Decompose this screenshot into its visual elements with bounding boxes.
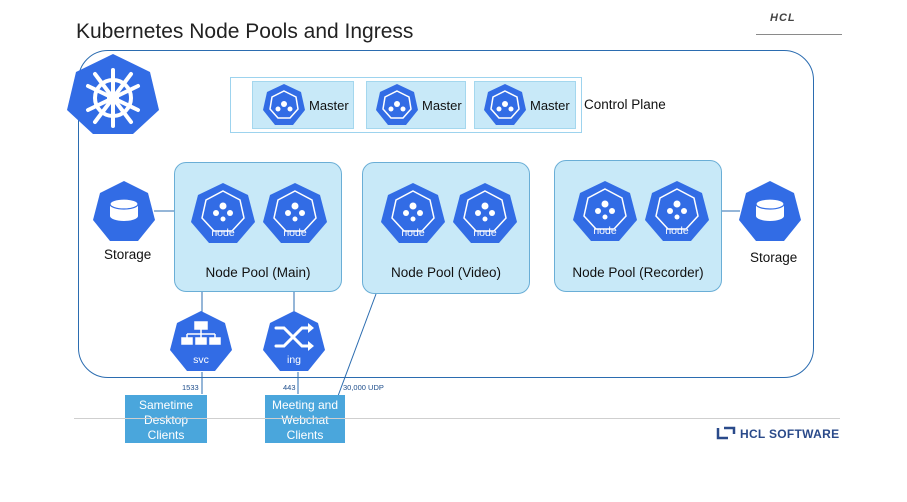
- node-pool-main-label: Node Pool (Main): [205, 265, 311, 280]
- client-meeting-webchat: Meeting and Webchat Clients: [265, 395, 345, 443]
- kubernetes-node-icon: [191, 183, 255, 243]
- master-label-2: Master: [422, 98, 462, 113]
- control-plane-label: Control Plane: [584, 97, 666, 112]
- control-plane-box: [230, 77, 582, 133]
- node-icon-recorder-2: node: [644, 180, 710, 247]
- node-label: node: [665, 225, 689, 237]
- storage-disk-icon: [93, 181, 155, 241]
- page-title: Kubernetes Node Pools and Ingress: [76, 20, 414, 43]
- hcl-brand-top: HCL: [770, 12, 796, 24]
- client-meeting-line1: Meeting and: [271, 398, 339, 412]
- node-label: node: [473, 227, 497, 239]
- hcl-software-brand: HCL SOFTWARE: [740, 427, 840, 441]
- kubernetes-master-icon: [376, 84, 418, 125]
- kubernetes-node-icon: [381, 183, 445, 243]
- kubernetes-node-icon: [645, 181, 709, 241]
- client-sametime-line1: Sametime: [138, 398, 194, 412]
- kubernetes-node-icon: [573, 181, 637, 241]
- ingress-shuffle-icon: [263, 311, 325, 371]
- node-icon-main-1: node: [190, 182, 256, 249]
- client-meeting-line3: Clients: [286, 428, 324, 442]
- node-pool-recorder-label: Node Pool (Recorder): [572, 265, 704, 280]
- client-meeting-line2: Webchat: [281, 413, 329, 427]
- node-label: node: [211, 227, 235, 239]
- kubernetes-helm-icon: [67, 54, 159, 134]
- client-sametime-desktop: Sametime Desktop Clients: [125, 395, 207, 443]
- storage-disk-icon: [739, 181, 801, 241]
- ing-node: ing: [262, 310, 326, 377]
- kubernetes-node-icon: [453, 183, 517, 243]
- node-label: node: [593, 225, 617, 237]
- kubernetes-master-icon: [263, 84, 305, 125]
- master-label-1: Master: [309, 98, 349, 113]
- kubernetes-master-icon: [484, 84, 526, 125]
- client-sametime-line2: Desktop: [143, 413, 189, 427]
- node-pool-video-label: Node Pool (Video): [390, 265, 502, 280]
- node-label: node: [401, 227, 425, 239]
- footer-rule: [74, 418, 840, 419]
- client-sametime-line3: Clients: [147, 428, 185, 442]
- storage-label-right: Storage: [750, 250, 798, 265]
- service-network-icon: [170, 311, 232, 371]
- ing-label: ing: [286, 354, 301, 366]
- svc-node: svc: [169, 310, 233, 377]
- storage-label-left: Storage: [104, 247, 152, 262]
- svc-label: svc: [193, 354, 209, 366]
- port-sametime: 1533: [182, 383, 199, 392]
- hcl-logo-icon: [716, 426, 736, 440]
- port-meeting: 443: [283, 383, 296, 392]
- node-icon-video-1: node: [380, 182, 446, 249]
- header-rule: [756, 34, 842, 35]
- master-label-3: Master: [530, 98, 570, 113]
- kubernetes-logo: [66, 52, 160, 141]
- node-label: node: [283, 227, 307, 239]
- kubernetes-node-icon: [263, 183, 327, 243]
- cluster-boundary: [78, 50, 814, 378]
- node-icon-video-2: node: [452, 182, 518, 249]
- node-icon-recorder-1: node: [572, 180, 638, 247]
- node-icon-main-2: node: [262, 182, 328, 249]
- port-udp: 30,000 UDP: [343, 383, 384, 392]
